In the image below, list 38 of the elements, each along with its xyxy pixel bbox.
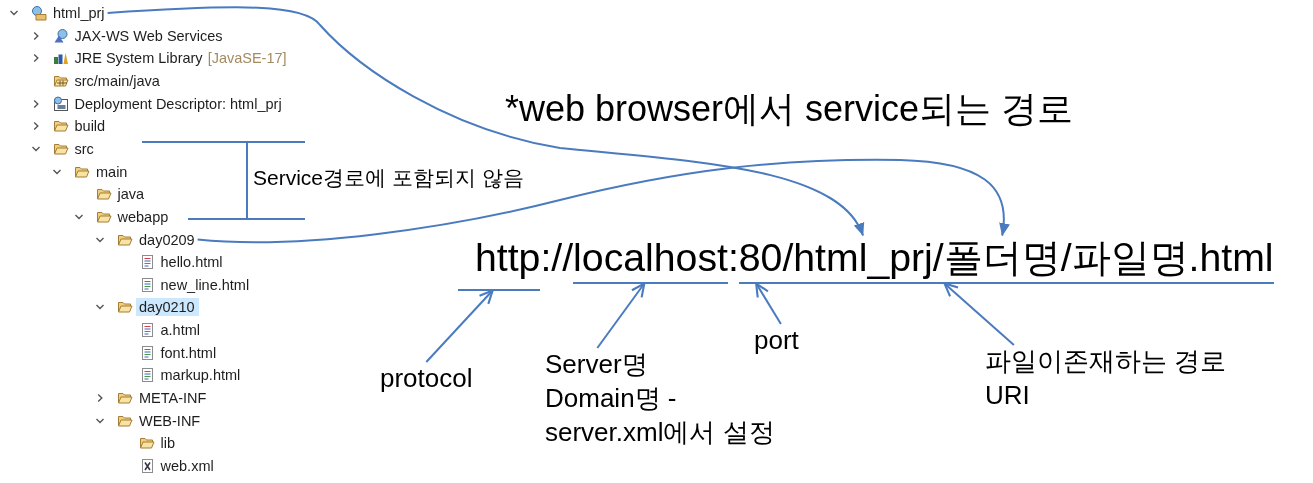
arrow: [425, 289, 494, 363]
annotation-text: Service경로에 포함되지 않음: [253, 165, 524, 191]
tree-item: day0209: [139, 230, 195, 249]
tree-item: src/main/java: [74, 71, 160, 90]
tree-item: web.xml: [160, 457, 214, 475]
arrow: [943, 282, 1015, 346]
annotation-text: 파일이존재하는 경로 URI: [985, 345, 1227, 413]
tree-item: JAX-WS Web Services: [74, 26, 223, 45]
tree-item: Deployment Descriptor: html_prj: [74, 94, 282, 113]
annotation-text: protocol: [380, 362, 473, 396]
tree-item: html_prj: [53, 4, 105, 22]
underline: [782, 281, 1274, 284]
title: *web browser에서 service되는 경로: [505, 88, 1074, 130]
tree-item: build: [74, 117, 106, 136]
underline: [458, 288, 541, 291]
tree-item: main: [96, 162, 128, 181]
tree-item: a.html: [160, 321, 200, 340]
underline: [573, 281, 728, 284]
underline: [738, 281, 783, 284]
tree-item: webapp: [117, 207, 169, 226]
tree-item: markup.html: [160, 366, 241, 385]
curved-arrow: [106, 6, 864, 237]
tree-item: WEB-INF: [139, 411, 201, 430]
tree-item: src: [74, 139, 94, 158]
tree-item: JRE System Library: [74, 49, 203, 68]
arrow: [755, 282, 782, 325]
curved-arrow: [196, 158, 1010, 244]
annotation-text: port: [754, 324, 799, 358]
tree-item: [JavaSE-17]: [207, 49, 287, 68]
url-text: http://localhost:80/html_prj/폴더명/파일명.html: [475, 235, 1274, 281]
tree-item: META-INF: [139, 389, 207, 408]
arrow: [596, 282, 646, 349]
selected-tree-item: day0210: [136, 298, 199, 317]
tree-item: new_line.html: [160, 275, 250, 294]
tree-item: lib: [160, 434, 175, 453]
tree-item: font.html: [160, 343, 217, 362]
tree-item: hello.html: [160, 253, 223, 272]
tree-item: java: [117, 185, 145, 204]
